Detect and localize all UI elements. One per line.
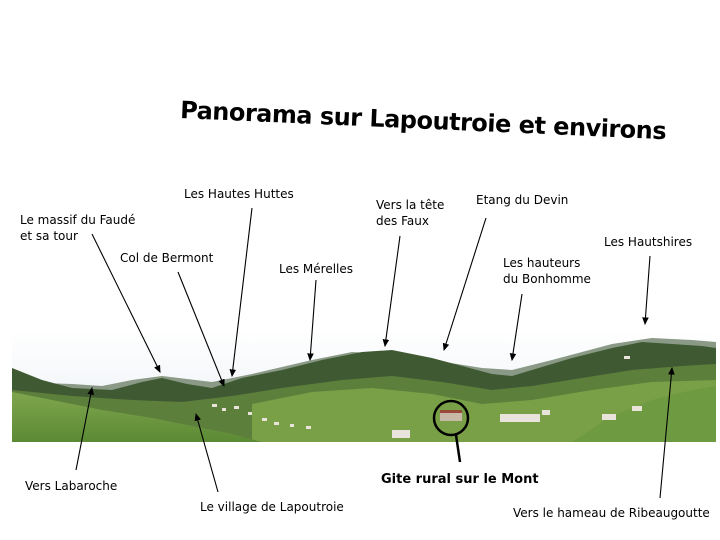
arrow-village bbox=[194, 412, 219, 493]
arrow-ribeaugoutte bbox=[659, 366, 675, 499]
label-village: Le village de Lapoutroie bbox=[200, 500, 344, 514]
label-ribeaugoutte: Vers le hameau de Ribeaugoutte bbox=[513, 506, 710, 520]
arrow-hautshires bbox=[642, 255, 651, 326]
label-hautshires: Les Hautshires bbox=[604, 235, 693, 249]
arrow-hautes-huttes bbox=[229, 207, 253, 378]
village-houses bbox=[212, 356, 642, 438]
label-etang-devin: Etang du Devin bbox=[476, 193, 569, 207]
label-hautes-huttes: Les Hautes Huttes bbox=[184, 187, 294, 201]
gite-pointer bbox=[454, 434, 462, 463]
arrow-bonhomme bbox=[509, 293, 523, 362]
arrow-etang-devin bbox=[442, 217, 487, 352]
arrow-merelles bbox=[307, 279, 317, 362]
front-grass-left bbox=[12, 392, 262, 442]
label-merelles: Les Mérelles bbox=[279, 262, 354, 276]
label-gite: Gite rural sur le Mont bbox=[381, 472, 539, 487]
arrow-massif bbox=[91, 233, 161, 373]
panorama-photo bbox=[12, 330, 716, 442]
arrow-labaroche bbox=[75, 386, 94, 471]
label-col-bermont: Col de Bermont bbox=[120, 251, 214, 265]
arrow-tete-faux bbox=[382, 235, 401, 348]
label-massif: Le massif du Faudé et sa tour bbox=[20, 213, 136, 243]
gite-circle bbox=[432, 399, 470, 437]
label-bonhomme: Les hauteurs du Bonhomme bbox=[503, 256, 591, 286]
gite-roof bbox=[440, 410, 462, 413]
gite-house bbox=[440, 412, 462, 421]
label-labaroche: Vers Labaroche bbox=[25, 479, 118, 493]
front-grass-right bbox=[572, 386, 716, 442]
arrow-col-bermont bbox=[177, 271, 225, 388]
label-tete-faux: Vers la tête des Faux bbox=[376, 198, 445, 228]
